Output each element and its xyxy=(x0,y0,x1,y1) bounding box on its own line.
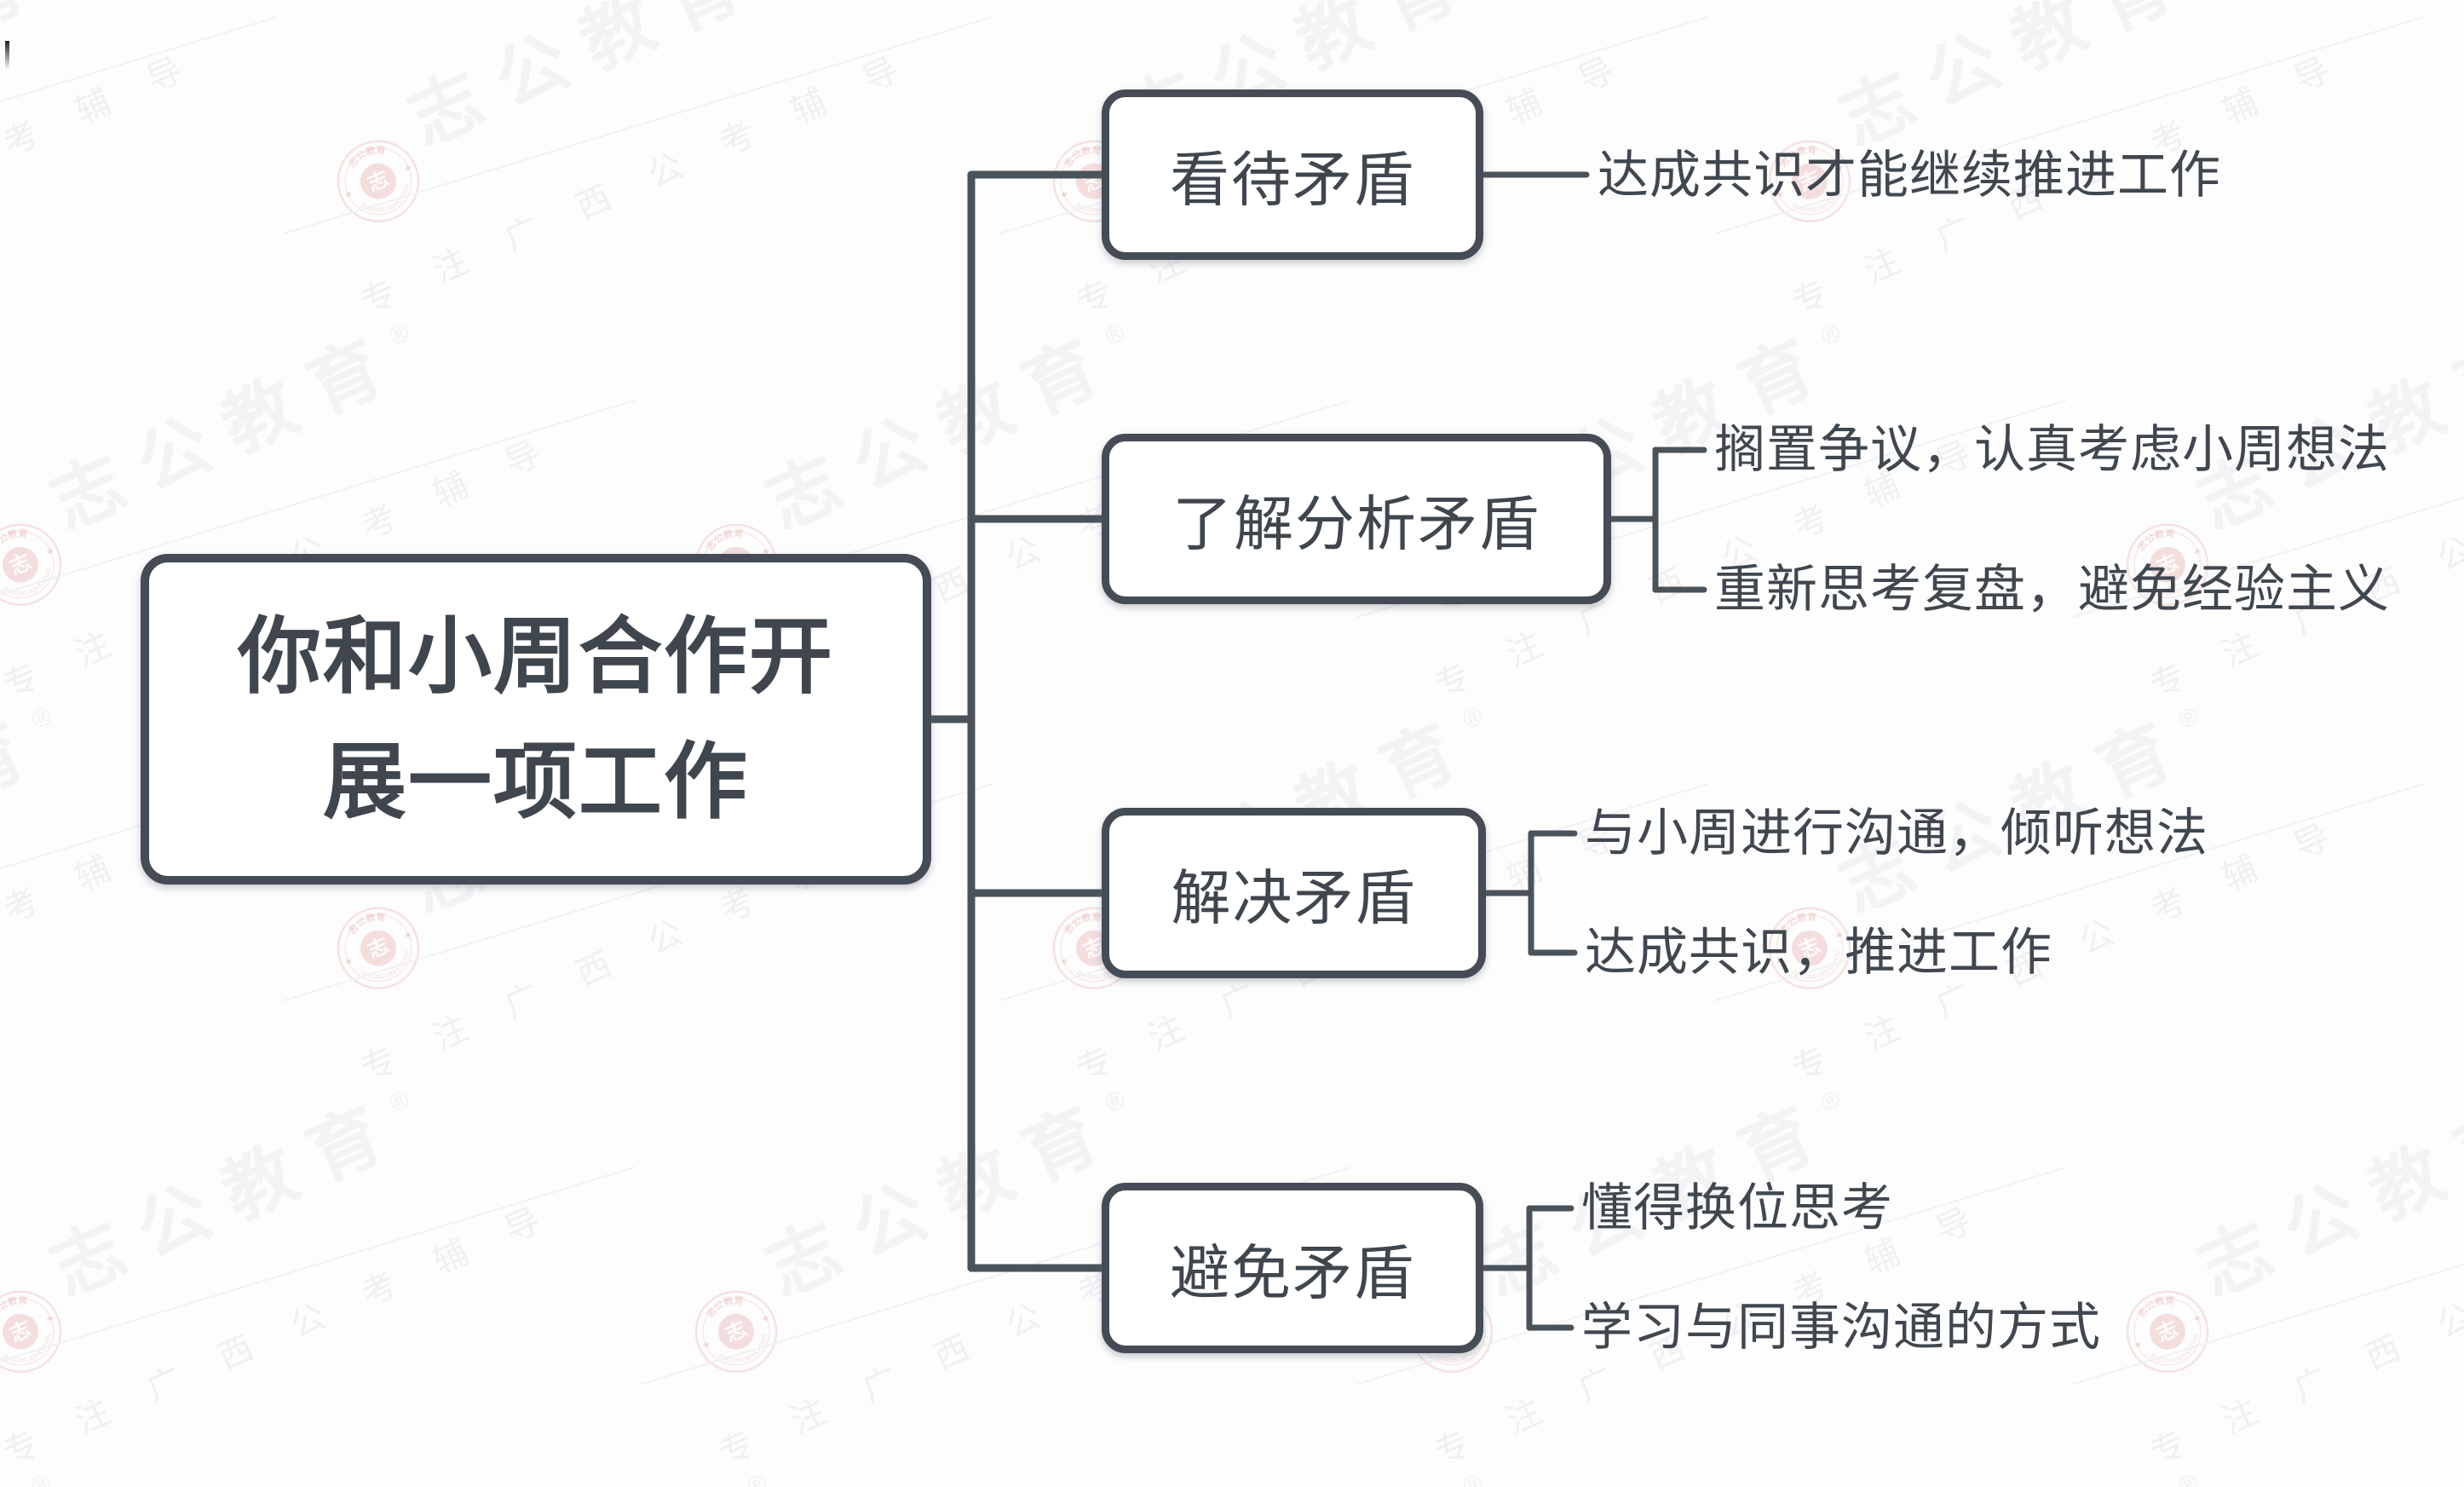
leaf-node: 与小周进行沟通，倾听想法 xyxy=(1585,808,2208,859)
branch-label: 看待矛盾 xyxy=(1170,146,1415,213)
leaf-label: 搁置争议，认真考虑小周想法 xyxy=(1714,421,2390,478)
leaf-label: 与小周进行沟通，倾听想法 xyxy=(1585,804,2208,862)
leaf-node: 懂得换位思考 xyxy=(1581,1183,1893,1234)
branch-node-avoid-conflict: 避免矛盾 xyxy=(1102,1183,1483,1353)
branch-node-resolve-conflict: 解决矛盾 xyxy=(1102,808,1486,978)
leaf-node: 学习与同事沟通的方式 xyxy=(1581,1302,2101,1353)
branch-node-look-at-conflict: 看待矛盾 xyxy=(1102,89,1483,260)
leaf-label: 懂得换位思考 xyxy=(1581,1179,1893,1236)
leaf-node: 搁置争议，认真考虑小周想法 xyxy=(1714,424,2390,475)
leaf-node: 达成共识才能继续推进工作 xyxy=(1598,150,2221,201)
root-label: 你和小周合作开展一项工作 xyxy=(238,609,835,828)
root-node: 你和小周合作开展一项工作 xyxy=(141,554,931,885)
leaf-label: 重新思考复盘，避免经验主义 xyxy=(1714,561,2390,618)
screen-edge-artifact xyxy=(5,41,9,70)
leaf-label: 达成共识，推进工作 xyxy=(1585,924,2052,981)
branch-label: 了解分析矛盾 xyxy=(1172,490,1540,557)
leaf-label: 学习与同事沟通的方式 xyxy=(1581,1299,2101,1356)
leaf-node: 重新思考复盘，避免经验主义 xyxy=(1714,564,2390,615)
branch-label: 避免矛盾 xyxy=(1170,1239,1415,1306)
branch-node-understand-analyze-conflict: 了解分析矛盾 xyxy=(1102,434,1611,604)
branch-label: 解决矛盾 xyxy=(1171,864,1417,931)
leaf-node: 达成共识，推进工作 xyxy=(1585,927,2052,978)
leaf-label: 达成共识才能继续推进工作 xyxy=(1598,147,2221,204)
